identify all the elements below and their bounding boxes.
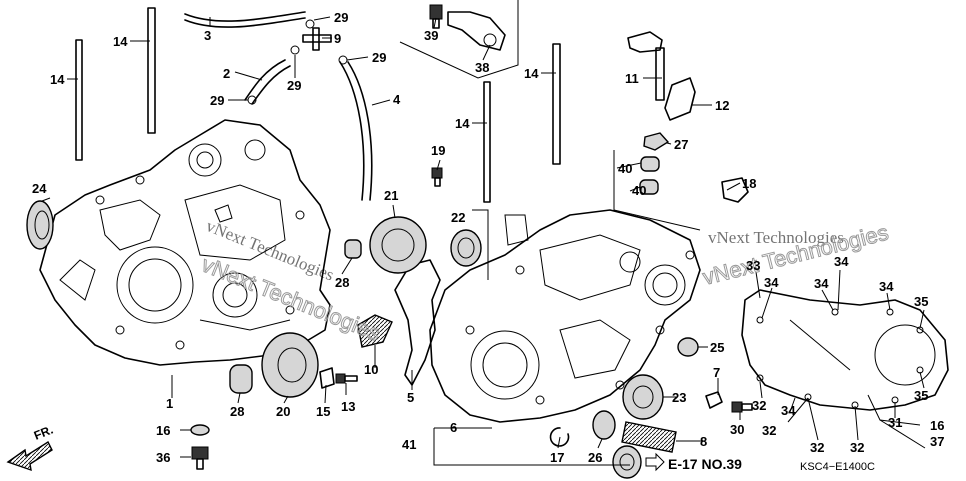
- callout-label: 14: [524, 66, 539, 81]
- callout-label: 1: [166, 396, 173, 411]
- callout-label: 4: [393, 92, 401, 107]
- callout-label: 2: [223, 66, 230, 81]
- small-hardware: [190, 167, 753, 470]
- callout-label: 17: [550, 450, 564, 465]
- callout-label: 35: [914, 294, 928, 309]
- leader-lines: [41, 16, 926, 466]
- callout-label: 41: [402, 437, 416, 452]
- right-crankcase: [429, 209, 701, 423]
- callout-label: 28: [230, 404, 244, 419]
- callout-label: 21: [384, 188, 398, 203]
- shift-arm: [627, 31, 696, 121]
- callout-label: 12: [715, 98, 729, 113]
- callout-label: 16: [930, 418, 944, 433]
- callout-label: 14: [50, 72, 65, 87]
- callout-label: 35: [914, 388, 928, 403]
- callout-label: 15: [316, 404, 330, 419]
- callout-label: 34: [834, 254, 849, 269]
- breather-hoses: [184, 11, 373, 201]
- callout-label: 18: [742, 176, 756, 191]
- callout-label: 34: [814, 276, 829, 291]
- left-gasket: [394, 259, 441, 386]
- callout-label: 13: [341, 399, 355, 414]
- callout-label: 24: [32, 181, 47, 196]
- callout-label: 32: [762, 423, 776, 438]
- callout-label: 14: [113, 34, 128, 49]
- callout-label: 19: [431, 143, 445, 158]
- callout-label: 5: [407, 390, 414, 405]
- callout-label: 20: [276, 404, 290, 419]
- callout-labels: 1 2 3 4 5 6 7 8 9 10 11 12 13 14 14 14 1…: [32, 10, 944, 465]
- callout-label: 34: [879, 279, 894, 294]
- front-direction-arrow: [6, 440, 53, 472]
- diagram-code: KSC4−E1400C: [800, 461, 875, 473]
- callout-label: 32: [752, 398, 766, 413]
- reference-arrow: [645, 452, 665, 472]
- callout-label: 29: [334, 10, 348, 25]
- reference-label: E-17 NO.39: [668, 456, 742, 472]
- callout-label: 31: [888, 415, 902, 430]
- stud-bolts: [75, 7, 561, 203]
- callout-label: 33: [746, 258, 760, 273]
- bearings-and-seals: [26, 132, 699, 479]
- callout-label: 23: [672, 390, 686, 405]
- callout-label: 27: [674, 137, 688, 152]
- callout-label: 32: [810, 440, 824, 455]
- callout-label: 29: [210, 93, 224, 108]
- callout-label: 3: [204, 28, 211, 43]
- callout-label: 7: [713, 365, 720, 380]
- callout-label: 34: [781, 403, 796, 418]
- callout-label: 34: [764, 275, 779, 290]
- callout-label: 16: [156, 423, 170, 438]
- watermark-text: vNext Technologies: [708, 228, 844, 247]
- callout-label: 29: [287, 78, 301, 93]
- callout-label: 28: [335, 275, 349, 290]
- callout-label: 22: [451, 210, 465, 225]
- callout-label: 8: [700, 434, 707, 449]
- callout-label: 14: [455, 116, 470, 131]
- callout-label: 38: [475, 60, 489, 75]
- callout-label: 39: [424, 28, 438, 43]
- callout-label: 30: [730, 422, 744, 437]
- callout-label: 36: [156, 450, 170, 465]
- callout-label: 40: [632, 183, 646, 198]
- callout-label: 37: [930, 434, 944, 449]
- callout-label: 40: [618, 161, 632, 176]
- callout-label: 29: [372, 50, 386, 65]
- callout-label: 25: [710, 340, 724, 355]
- front-label: FR.: [32, 423, 55, 443]
- callout-label: 9: [334, 31, 341, 46]
- callout-label: 11: [625, 71, 639, 86]
- callout-label: 32: [850, 440, 864, 455]
- callout-label: 26: [588, 450, 602, 465]
- left-crankcase: [39, 119, 331, 366]
- callout-label: 6: [450, 420, 457, 435]
- callout-label: 10: [364, 362, 378, 377]
- sensor-assembly: [399, 0, 519, 79]
